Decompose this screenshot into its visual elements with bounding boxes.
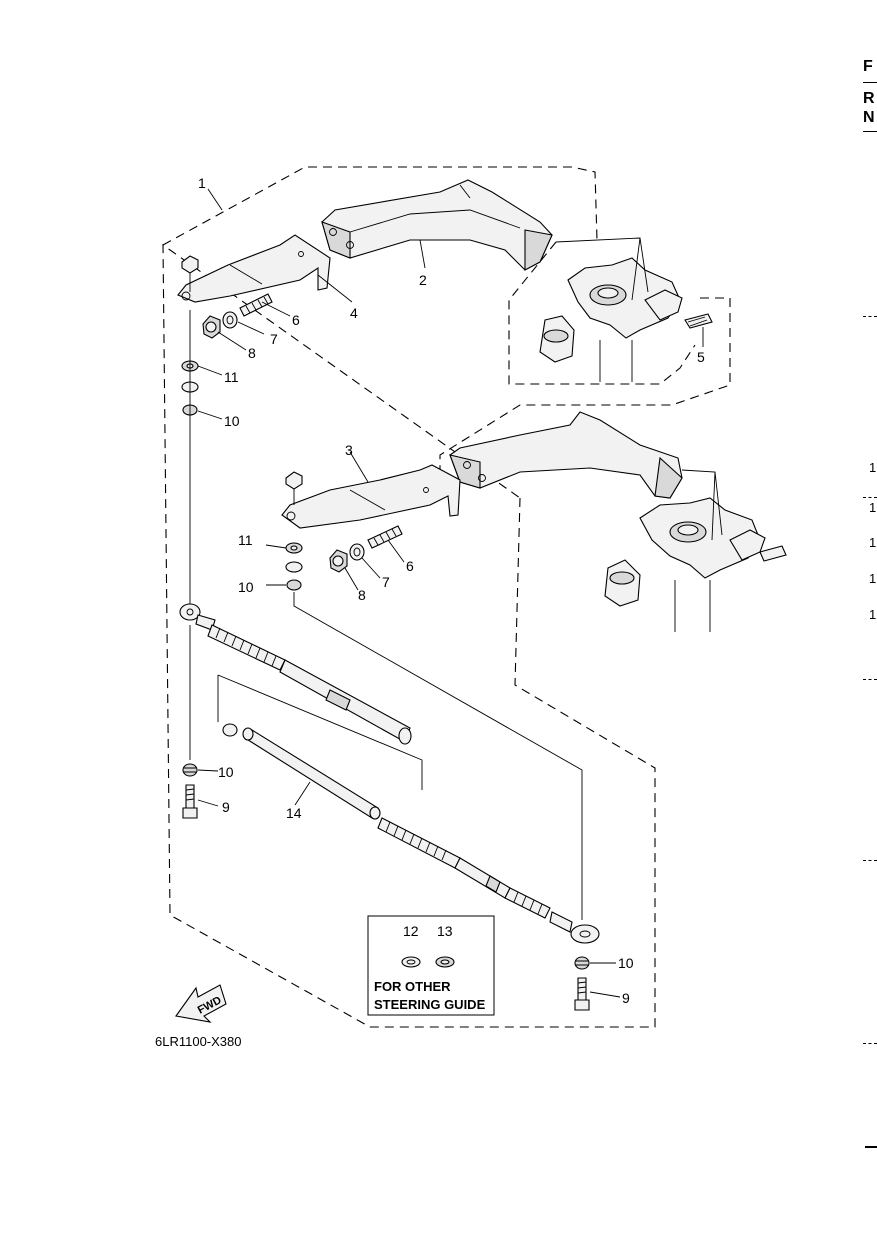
callout-2: 2 (419, 272, 427, 288)
callout-9a: 9 (222, 799, 230, 815)
steering-arm-lower (449, 411, 683, 499)
edge-number-1: 1 (869, 460, 877, 475)
note-box-line2: STEERING GUIDE (374, 997, 486, 1012)
callout-leaders (197, 188, 704, 998)
edge-number-3: 1 (869, 535, 877, 550)
fasteners-lower (285, 525, 583, 920)
callout-8b: 8 (358, 587, 366, 603)
callout-8a: 8 (248, 345, 256, 361)
edge-number-5: 1 (869, 607, 877, 622)
callout-6b: 6 (406, 558, 414, 574)
callout-10d: 10 (618, 955, 634, 971)
edge-tick (863, 316, 877, 317)
edge-tick (863, 679, 877, 680)
edge-tick (863, 860, 877, 861)
callout-numbers: 1 2 4 6 7 8 5 11 10 3 11 6 7 10 8 10 9 1… (198, 175, 705, 1006)
callout-1: 1 (198, 175, 206, 191)
note-box: FOR OTHER STEERING GUIDE (367, 915, 495, 1016)
fwd-arrow: FWD (175, 984, 227, 1023)
callout-7a: 7 (270, 331, 278, 347)
steering-rod (179, 603, 600, 944)
note-box-line1: FOR OTHER (374, 979, 451, 994)
edge-tick (863, 1043, 877, 1044)
callout-14: 14 (286, 805, 302, 821)
callout-7b: 7 (382, 574, 390, 590)
engine-swivel-upper (539, 237, 713, 382)
callout-9b: 9 (622, 990, 630, 1006)
callout-11b: 11 (238, 532, 253, 548)
callout-10b: 10 (238, 579, 254, 595)
edge-letter-r: R (863, 90, 875, 107)
callout-6a: 6 (292, 312, 300, 328)
callout-11a: 11 (224, 369, 239, 385)
grommets-upper (181, 310, 199, 760)
engine-swivel-lower (604, 469, 787, 632)
callout-10c: 10 (218, 764, 234, 780)
link-plate-lower (281, 464, 461, 529)
rod-end-fasteners (182, 763, 590, 1011)
diagram-code: 6LR1100-X380 (155, 1034, 242, 1049)
edge-letter-f: F (863, 58, 873, 75)
edge-rule (863, 82, 877, 83)
callout-3: 3 (345, 442, 353, 458)
edge-letter-n: N (863, 109, 875, 126)
edge-number-2: 1 (869, 500, 877, 515)
edge-rule-2 (863, 131, 877, 132)
edge-rule-bottom (865, 1146, 877, 1148)
callout-4: 4 (350, 305, 358, 321)
callout-10a: 10 (224, 413, 240, 429)
edge-tick (863, 497, 877, 498)
callout-13: 13 (437, 923, 453, 939)
callout-5: 5 (697, 349, 705, 365)
edge-number-4: 1 (869, 571, 877, 586)
callout-12: 12 (403, 923, 419, 939)
fasteners-upper (202, 293, 273, 339)
link-plate-upper (177, 234, 331, 303)
steering-arm-upper (321, 179, 553, 271)
